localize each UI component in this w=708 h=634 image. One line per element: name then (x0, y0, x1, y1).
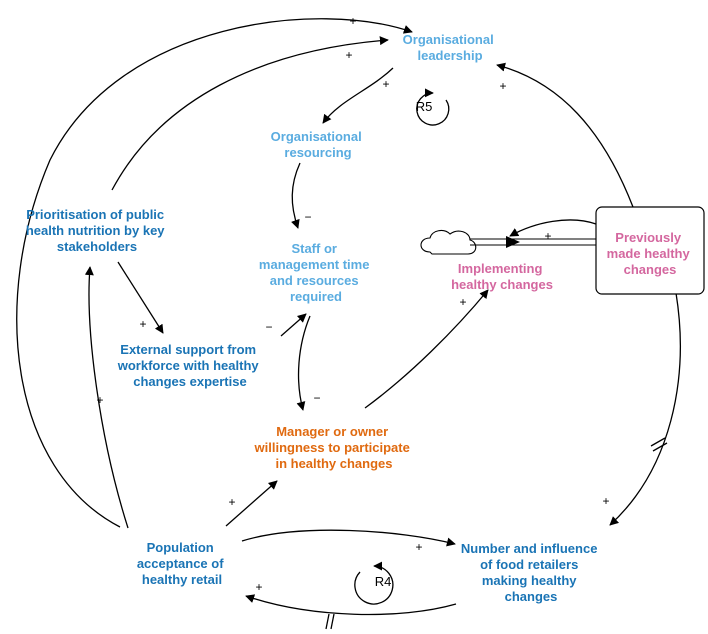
loop-r4: R4 (354, 561, 394, 605)
node-line: Staff or (291, 241, 337, 256)
pol-res-staff: − (304, 210, 311, 224)
edge-prioritisation-to-external (117, 261, 164, 334)
node-line: willingness to participate (254, 440, 410, 455)
pol-pop-leadership: + (349, 14, 356, 28)
pol-ext-staff: − (265, 320, 272, 334)
edge-resourcing-to-staff (291, 162, 301, 229)
node-number-influence: Number and influence of food retailers m… (461, 541, 601, 604)
edge-population-to-leadership (16, 18, 413, 528)
edge-leadership-to-resourcing (322, 67, 394, 124)
cloud-icon (420, 229, 477, 255)
node-line: leadership (417, 48, 482, 63)
pol-staff-mgr: − (313, 391, 320, 405)
loop-r5: R5 (416, 88, 450, 126)
loop-r4-label: R4 (375, 574, 392, 589)
edge-number-to-population (245, 594, 457, 616)
edge-previously-to-leadership (496, 62, 634, 208)
node-line: required (290, 289, 342, 304)
pol-pop-mgr: + (228, 495, 235, 509)
node-line: Organisational (271, 129, 362, 144)
node-line: acceptance of (137, 556, 224, 571)
node-line: healthy retail (142, 572, 222, 587)
node-line: in healthy changes (275, 456, 392, 471)
node-line: Prioritisation of public (26, 207, 164, 222)
edge-previously-to-number (609, 292, 681, 526)
loop-r5-arc (416, 88, 450, 126)
node-implementing: Implementing healthy changes (451, 261, 553, 292)
pol-prev-number: + (602, 494, 609, 508)
edge-prioritisation-to-leadership (111, 36, 389, 191)
node-line: changes (505, 589, 558, 604)
node-line: making healthy (482, 573, 577, 588)
node-line: management time (259, 257, 370, 272)
pol-prior-leadership: + (345, 48, 352, 62)
edge-manager-to-implementing (364, 289, 489, 409)
node-line: changes expertise (133, 374, 246, 389)
node-line: health nutrition by key (26, 223, 165, 238)
node-line: Manager or owner (276, 424, 388, 439)
flow-valve-icon (506, 236, 520, 248)
node-organisational-resourcing: Organisational resourcing (271, 129, 366, 160)
pol-pop-number: + (415, 540, 422, 554)
node-line: changes (624, 262, 677, 277)
loop-r4-arc (354, 561, 394, 605)
loop-r5-label: R5 (416, 99, 433, 114)
node-line: Number and influence (461, 541, 598, 556)
node-line: healthy changes (451, 277, 553, 292)
edge-population-to-number (241, 529, 456, 547)
node-line: stakeholders (57, 239, 137, 254)
node-line: Previously (615, 230, 682, 245)
pol-prior-external: + (139, 317, 146, 331)
pol-mgr-implementing: + (459, 295, 466, 309)
node-line: Population (147, 540, 214, 555)
pol-prev-flow: + (544, 229, 551, 243)
pol-lead-resourcing: + (382, 77, 389, 91)
stock-box-previously-made (595, 206, 705, 295)
edge-previously-to-flow (509, 219, 597, 237)
node-line: External support from (120, 342, 256, 357)
node-prioritisation: Prioritisation of public health nutritio… (26, 207, 168, 254)
delay-mark-number-population (325, 613, 335, 630)
delay-mark-previously-number (650, 437, 668, 452)
node-manager-willingness: Manager or owner willingness to particip… (254, 424, 414, 471)
node-line: Organisational (403, 32, 494, 47)
node-population-acceptance: Population acceptance of healthy retail (137, 540, 227, 587)
edge-staff-to-manager (296, 315, 311, 411)
pol-number-pop: + (255, 580, 262, 594)
node-line: resourcing (284, 145, 351, 160)
pol-pop-prior: + (96, 393, 103, 407)
stock-flow (420, 206, 705, 295)
edge-external-to-staff (280, 313, 307, 337)
node-line: and resources (270, 273, 359, 288)
node-previously-made: Previously made healthy changes (607, 230, 694, 277)
edge-population-to-manager (225, 480, 278, 527)
node-organisational-leadership: Organisational leadership (403, 32, 498, 63)
pol-prev-leadership: + (499, 79, 506, 93)
edge-population-to-prioritisation (84, 266, 129, 529)
node-external-support: External support from workforce with hea… (117, 342, 263, 389)
node-line: workforce with healthy (117, 358, 260, 373)
node-line: of food retailers (480, 557, 578, 572)
node-staff-time: Staff or management time and resources r… (259, 241, 373, 304)
node-line: made healthy (607, 246, 691, 261)
node-line: Implementing (458, 261, 543, 276)
